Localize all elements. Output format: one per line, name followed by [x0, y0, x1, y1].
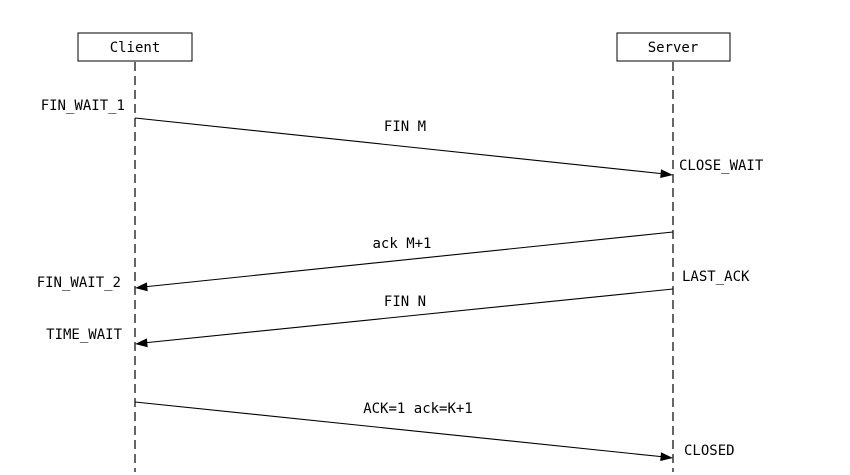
fin-m-label: FIN M	[384, 119, 426, 135]
server-label: Server	[648, 40, 699, 56]
message-ack-m1: ack M+1	[135, 231, 674, 292]
fin-n-arrow	[142, 288, 674, 344]
client-label: Client	[110, 40, 161, 56]
state-fin-wait-1: FIN_WAIT_1	[41, 98, 125, 114]
fin-m-arrowhead	[660, 169, 673, 178]
message-fin-n: FIN N	[135, 288, 674, 348]
client-box: Client	[77, 32, 193, 62]
state-time-wait: TIME_WAIT	[46, 327, 122, 343]
ack-m1-arrowhead	[135, 282, 148, 292]
state-fin-wait-2: FIN_WAIT_2	[37, 275, 121, 291]
state-closed: CLOSED	[684, 443, 735, 459]
message-fin-m: FIN M	[134, 117, 673, 178]
message-final-ack: ACK=1 ack=K+1	[134, 401, 673, 461]
fin-n-arrowhead	[135, 338, 148, 348]
server-box: Server	[616, 32, 731, 62]
state-close-wait: CLOSE_WAIT	[679, 158, 764, 174]
fin-m-arrow	[134, 117, 666, 175]
final-ack-label: ACK=1 ack=K+1	[363, 401, 473, 417]
final-ack-arrowhead	[660, 452, 673, 461]
fin-n-label: FIN N	[384, 294, 426, 310]
final-ack-arrow	[134, 401, 666, 458]
state-last-ack: LAST_ACK	[682, 269, 750, 285]
ack-m1-label: ack M+1	[372, 236, 431, 252]
ack-m1-arrow	[142, 231, 674, 288]
